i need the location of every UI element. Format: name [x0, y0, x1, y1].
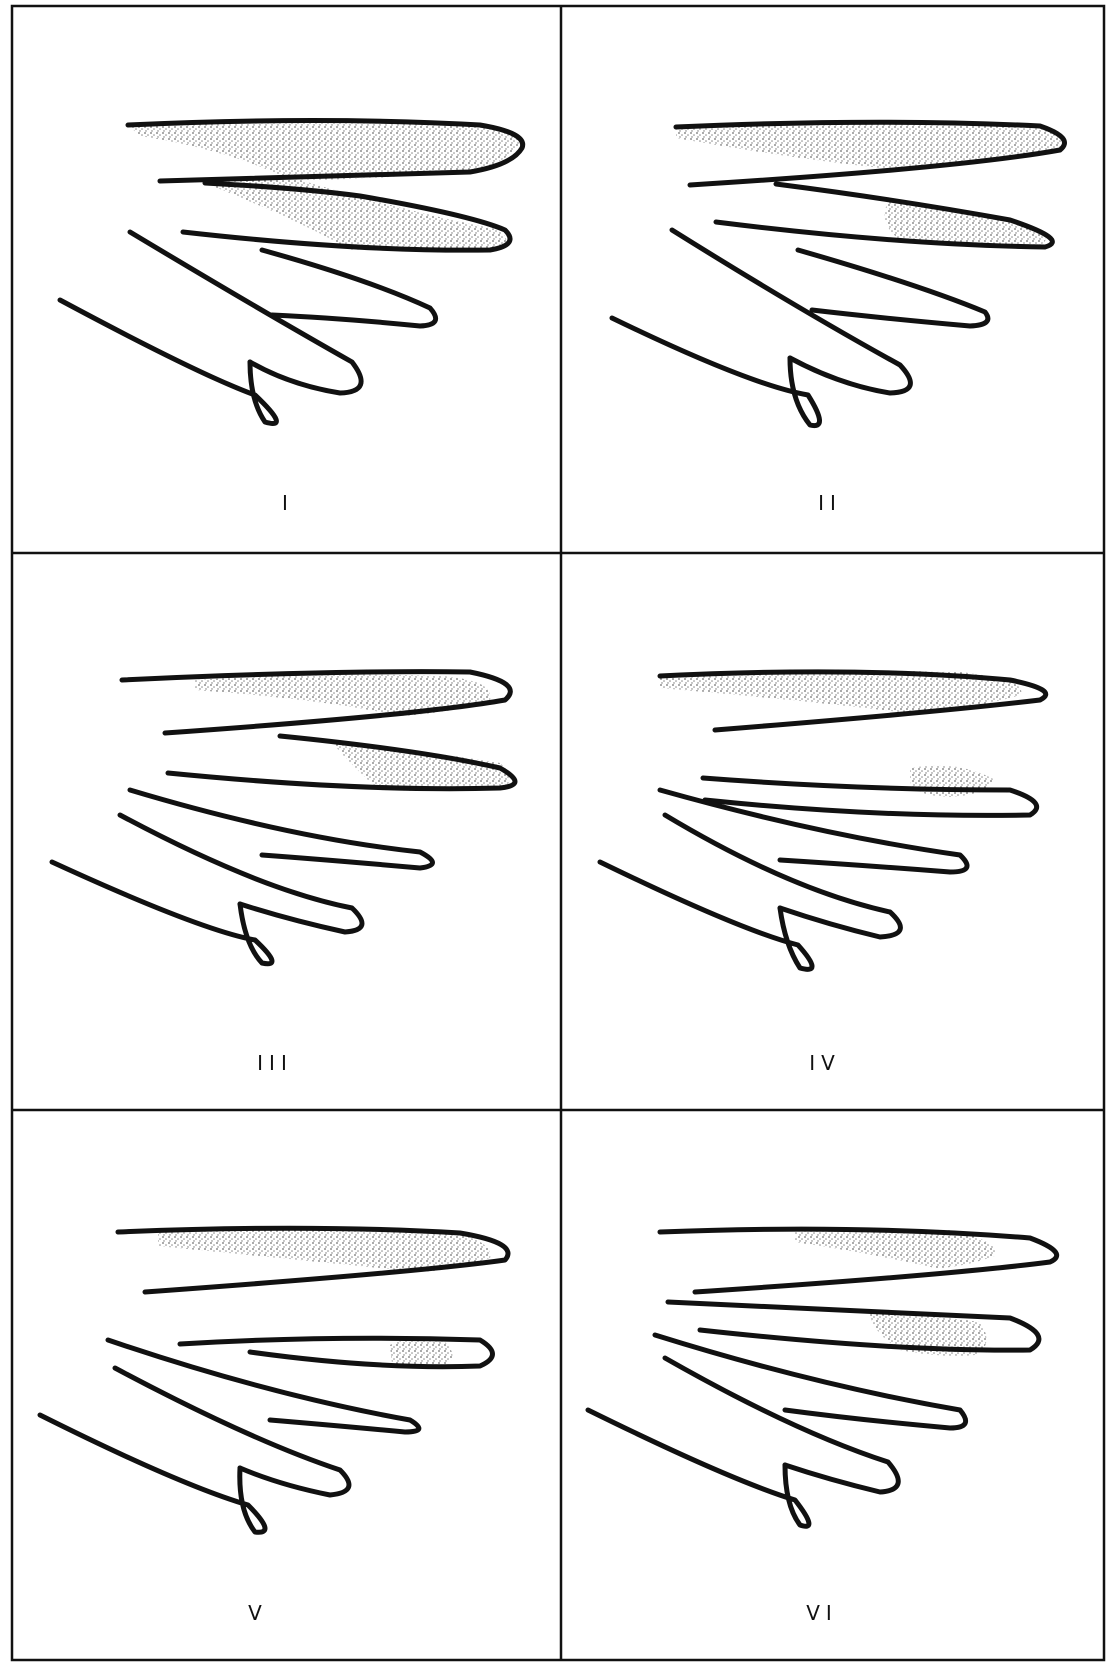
panel-3-hook-5 [52, 862, 272, 964]
panel-1-hook-3 [262, 250, 436, 326]
panel-5-hook-5 [40, 1415, 265, 1532]
panel-2-shading-top [676, 122, 1062, 170]
panel-6: VI [588, 1229, 1057, 1625]
panel-5-label: V [248, 1601, 268, 1625]
panel-6-hook-4 [665, 1358, 898, 1492]
panel-4-hook-3 [660, 790, 967, 872]
panel-2-hook-3 [798, 250, 988, 326]
panel-3-label: III [257, 1051, 293, 1075]
panel-4-label: IV [809, 1051, 841, 1075]
panel-5-hook-4 [115, 1368, 349, 1495]
panel-4-hook-5 [600, 862, 812, 969]
panel-4: IV [600, 671, 1046, 1075]
panel-3: III [52, 672, 515, 1075]
panel-5: V [40, 1228, 508, 1625]
panel-6-label: VI [806, 1601, 838, 1625]
panel-2: II [612, 122, 1065, 515]
panel-2-label: II [818, 491, 842, 515]
panel-1-hook-4 [130, 232, 361, 393]
panel-2-hook-5 [612, 318, 820, 426]
panel-1-hook-5 [60, 300, 276, 423]
panel-1: I [60, 121, 523, 516]
panel-3-hook-3 [130, 790, 433, 868]
panel-1-label: I [282, 491, 294, 515]
figure-frame [12, 6, 1104, 1660]
panel-6-hook-5 [588, 1410, 809, 1526]
panel-5-shading-bubble [390, 1338, 452, 1366]
